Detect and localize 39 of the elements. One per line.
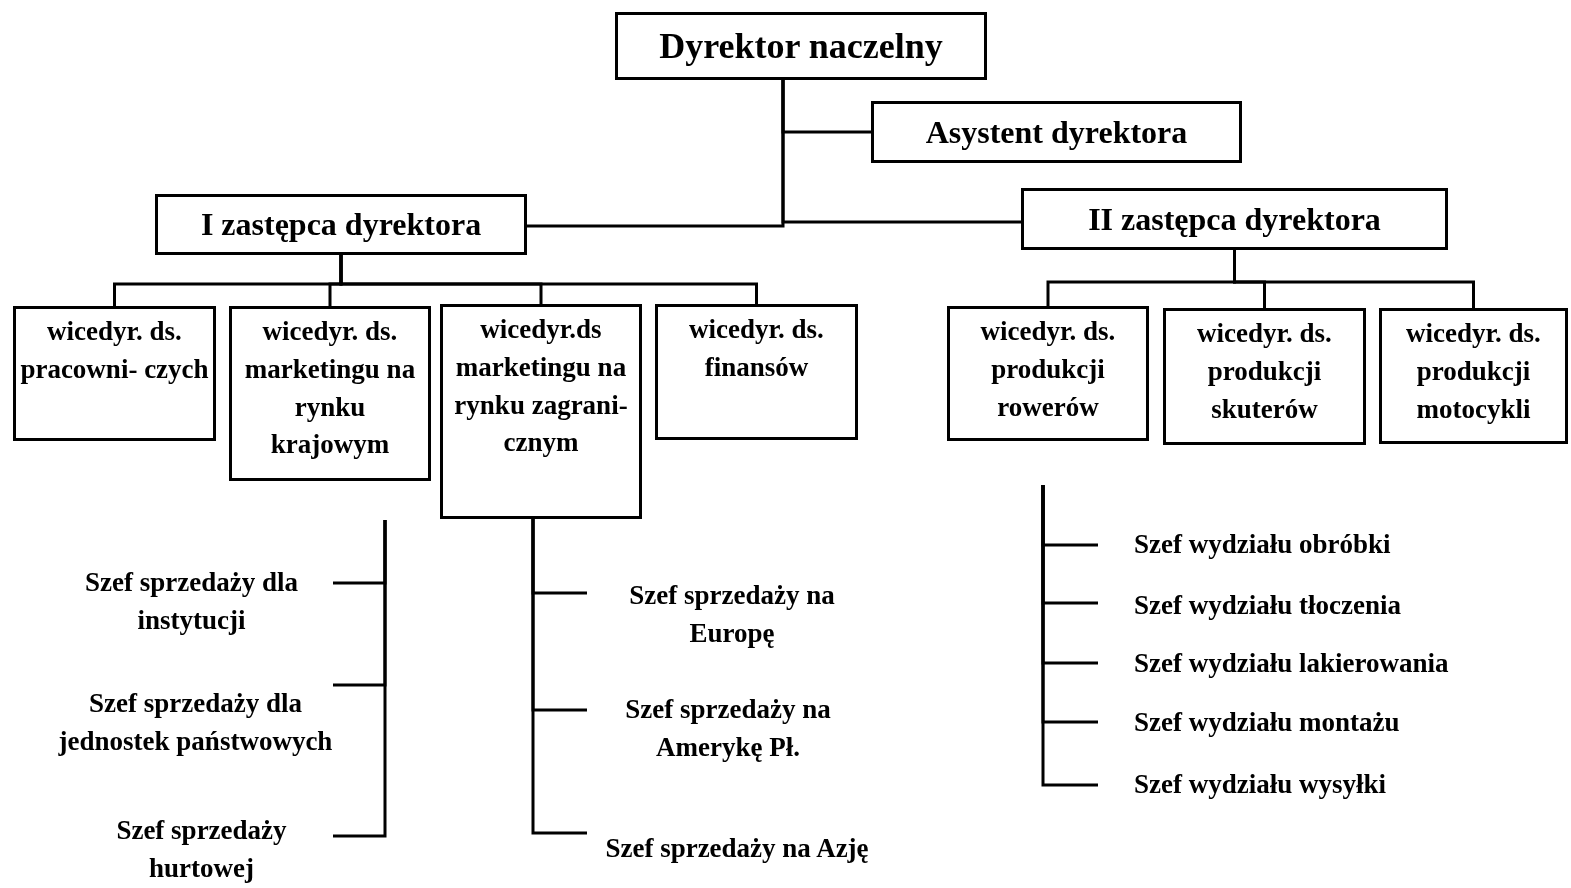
role-title: wicedyr. ds. produkcji motocykli [1405, 317, 1542, 426]
role-title: I zastępca dyrektora [200, 205, 482, 245]
role-title: wicedyr. ds. finansów [688, 313, 825, 384]
org-box [440, 304, 642, 519]
connector-line [1041, 485, 1098, 787]
org-box [1163, 308, 1366, 445]
role-title: wicedyr. ds. marketingu na rynku krajowym [243, 315, 417, 462]
org-box [655, 304, 858, 440]
role-title: Dyrektor naczelny [659, 24, 943, 68]
org-box [871, 101, 1242, 163]
org-box [229, 306, 431, 481]
role-label: Szef sprzedaży dla jednostek państwowych [58, 664, 333, 782]
org-box [13, 306, 216, 441]
role-title: wicedyr. ds. produkcji rowerów [979, 315, 1117, 424]
role-label: Szef wydziału wysyłki [1098, 765, 1508, 805]
role-label: Szef wydziału montażu [1098, 703, 1508, 743]
connector-line [333, 520, 387, 838]
connector-line [1233, 250, 1475, 308]
role-label: Szef sprzedaży dla instytucji [50, 562, 333, 642]
role-label: Szef wydziału lakierowania [1098, 644, 1518, 684]
role-title: wicedyr. ds. pracowni- czych [20, 315, 209, 386]
role-label: Szef sprzedaży na Amerykę Pł. [587, 688, 869, 770]
connector-line [781, 80, 1021, 224]
role-title: wicedyr.ds marketingu na rynku zagrani- cznym [453, 313, 629, 460]
role-label: Szef sprzedaży na Europę [587, 574, 877, 656]
connector-line [531, 519, 587, 835]
org-box [947, 306, 1149, 441]
org-box [155, 194, 527, 255]
role-label: Szef sprzedaży na Azję [587, 810, 887, 888]
connector-line [339, 255, 758, 304]
org-box [615, 12, 987, 80]
role-label: Szef wydziału obróbki [1098, 525, 1508, 565]
role-label: Szef wydziału tłoczenia [1098, 586, 1508, 626]
role-title: wicedyr. ds. produkcji skuterów [1196, 317, 1333, 426]
org-box [1021, 188, 1448, 250]
org-box [1379, 308, 1568, 444]
role-title: Asystent dyrektora [925, 112, 1188, 152]
role-label: Szef sprzedaży hurtowej [70, 812, 333, 888]
role-title: II zastępca dyrektora [1088, 199, 1381, 239]
